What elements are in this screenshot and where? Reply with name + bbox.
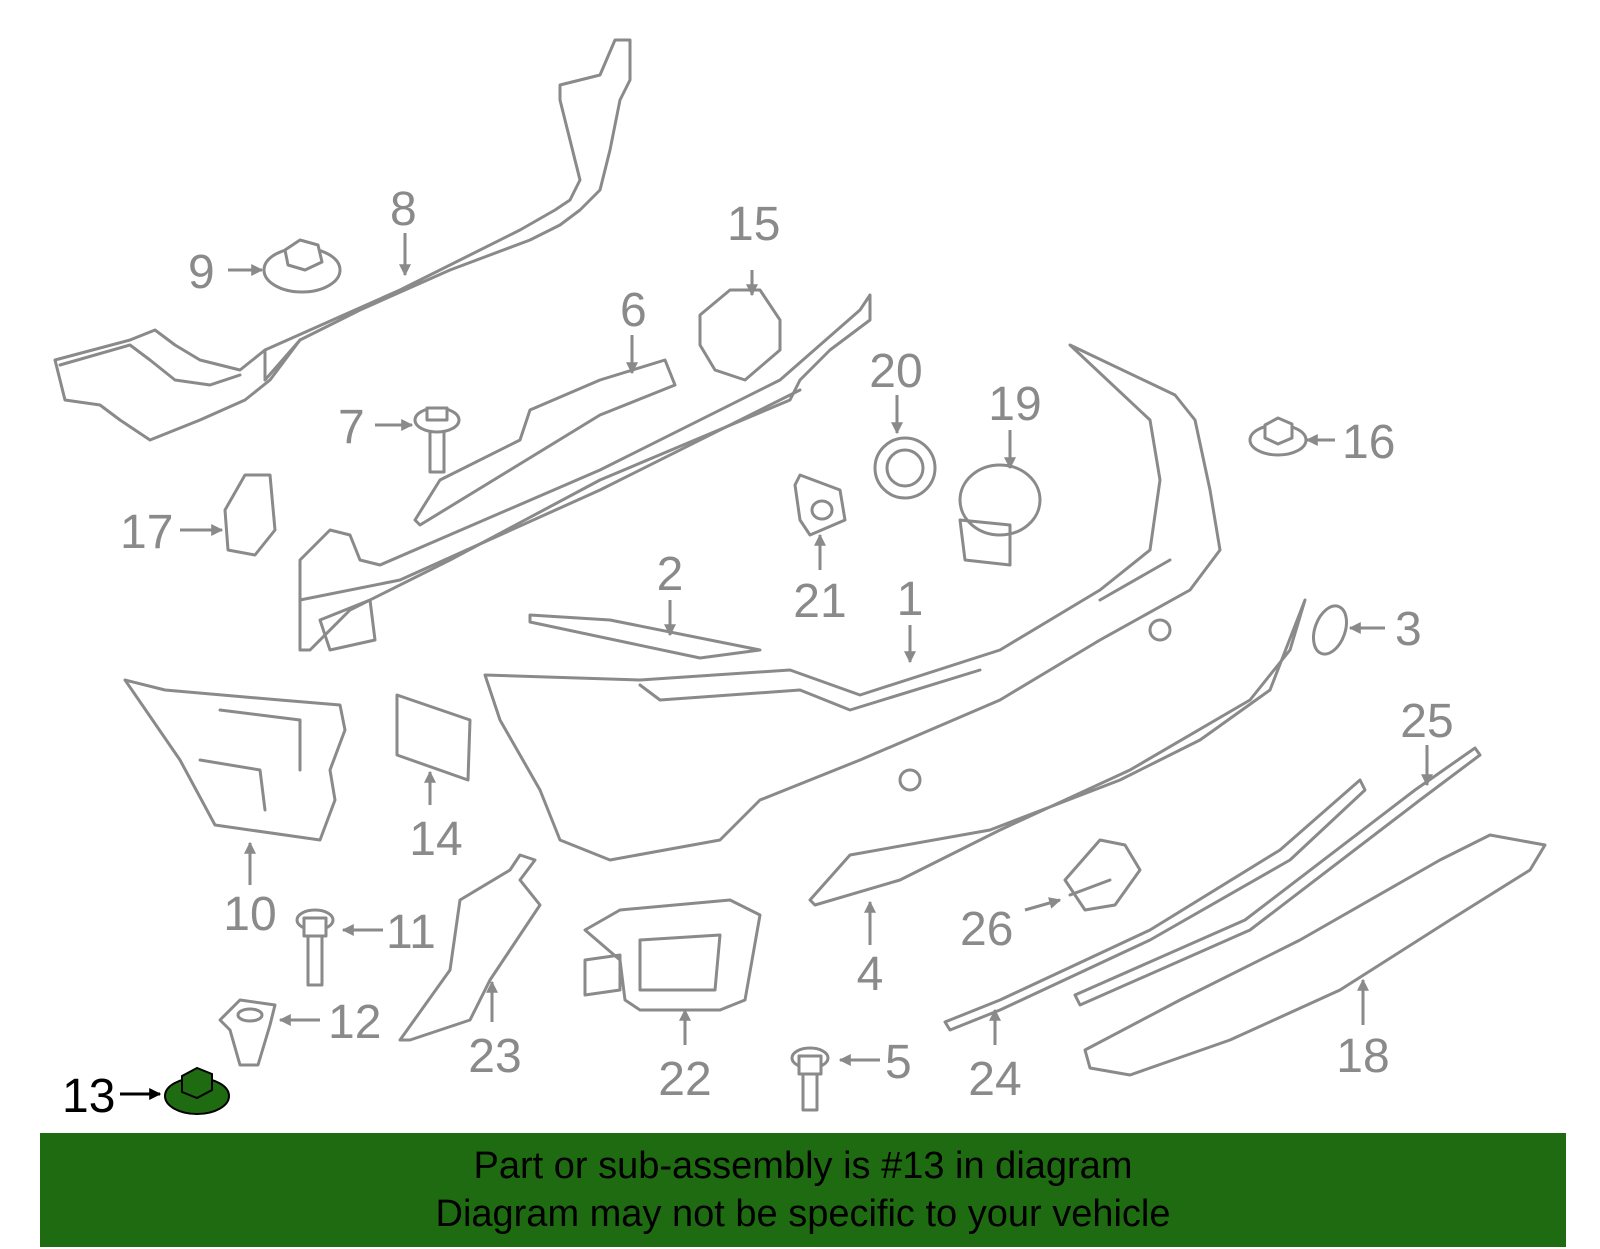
callout-25: 25 (1400, 695, 1453, 748)
part-11-screw (295, 908, 335, 987)
callout-19: 19 (988, 378, 1041, 431)
callout-13-highlighted: 13 (62, 1070, 115, 1123)
callout-11: 11 (386, 906, 436, 959)
banner-line-disclaimer: Diagram may not be specific to your vehi… (435, 1193, 1171, 1235)
callout-18: 18 (1336, 1030, 1389, 1083)
part-5-screw (790, 1046, 830, 1112)
callout-2: 2 (657, 548, 684, 601)
part-19-sensor (958, 463, 1042, 567)
callout-16: 16 (1342, 416, 1395, 469)
callout-22: 22 (658, 1053, 711, 1106)
part-13-nut-highlighted (164, 1066, 230, 1115)
part-2-strip (528, 613, 762, 660)
part-24-trim-strip (943, 778, 1367, 1032)
part-23-lower-bracket (398, 853, 542, 1042)
part-26-connector (1063, 838, 1142, 912)
part-17-plate (223, 473, 277, 557)
callout-15: 15 (727, 198, 780, 251)
part-21-holder (793, 473, 847, 537)
callout-14: 14 (409, 813, 462, 866)
part-7-bolt (413, 406, 461, 474)
callout-9: 9 (188, 246, 215, 299)
part-10-side-bracket (123, 678, 347, 842)
part-20-ring (873, 436, 937, 500)
part-16-nut (1248, 416, 1308, 457)
callout-10: 10 (223, 888, 276, 941)
callout-26: 26 (960, 903, 1013, 956)
part-15-bumper-reinforcement (298, 288, 872, 652)
banner-line-part: Part or sub-assembly is #13 in diagram (473, 1145, 1133, 1187)
part-8-carrier-bracket (53, 38, 632, 442)
callout-17: 17 (120, 506, 173, 559)
callout-12: 12 (328, 996, 381, 1049)
part-14-pad (395, 693, 472, 782)
part-9-nut (262, 238, 342, 294)
callout-8: 8 (390, 183, 417, 236)
part-25-rod (1073, 746, 1482, 1007)
part-12-clip (218, 998, 277, 1067)
callout-6: 6 (620, 284, 647, 337)
callout-labels: 8 9 15 6 7 17 20 19 16 21 2 1 3 25 10 14… (62, 183, 1454, 1123)
callout-1: 1 (897, 573, 924, 626)
callout-7: 7 (338, 401, 365, 454)
callout-24: 24 (968, 1053, 1021, 1106)
part-4-diffuser (808, 598, 1307, 907)
callout-3: 3 (1395, 603, 1422, 656)
part-18-lower-trim (1083, 833, 1547, 1077)
leader-lines (120, 233, 1433, 1100)
part-3-cap (1312, 604, 1348, 656)
info-banner: Part or sub-assembly is #13 in diagram D… (40, 1133, 1566, 1247)
callout-23: 23 (468, 1030, 521, 1083)
callout-21: 21 (793, 575, 846, 628)
part-6-trim-strip (413, 358, 677, 527)
callout-20: 20 (869, 345, 922, 398)
callout-5: 5 (885, 1036, 912, 1089)
callout-4: 4 (857, 948, 884, 1001)
part-1-bumper-cover (483, 343, 1222, 862)
part-22-module (583, 898, 762, 1012)
